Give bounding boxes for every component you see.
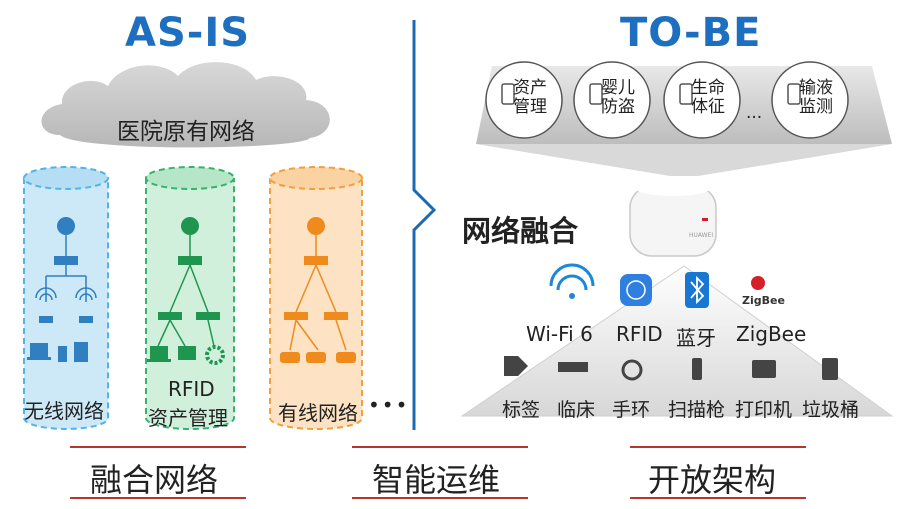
router-icon (181, 217, 199, 235)
app-infusion: 输液监测 (799, 78, 833, 117)
device-clinical: 临床 (557, 399, 596, 421)
camera-icon (280, 352, 356, 363)
column-wireless (23, 166, 109, 430)
switch-icon (178, 256, 202, 265)
caption-converged-network: 融合网络 (90, 461, 219, 499)
as-is-title: AS-IS (125, 10, 251, 56)
device-tag: 标签 (502, 399, 541, 421)
device-printer: 打印机 (735, 399, 793, 421)
more-dots: ••• (368, 393, 410, 417)
column-wired (269, 166, 363, 430)
to-be-diagram (460, 61, 894, 417)
scanner-icon (692, 358, 702, 380)
wifi-icon (549, 263, 595, 299)
app-asset: 资产管理 (513, 78, 547, 117)
caption-line (352, 497, 528, 499)
bluetooth-icon (685, 272, 709, 308)
trash-icon (822, 358, 838, 380)
column-rfid (145, 166, 235, 430)
zigbee-icon (751, 276, 765, 290)
tech-bluetooth: 蓝牙 (676, 326, 716, 350)
caption-line (70, 497, 246, 499)
to-be-title: TO-BE (620, 10, 762, 56)
router-icon (307, 217, 325, 235)
device-scanner: 扫描枪 (668, 399, 726, 421)
column-label-wireless: 无线网络 (24, 399, 104, 423)
gear-icon (205, 345, 225, 365)
laptop-icon (30, 343, 48, 357)
switch-icon (54, 256, 78, 265)
caption-line (630, 446, 806, 448)
tech-rfid: RFID (616, 322, 663, 346)
app-more: ... (746, 103, 763, 123)
column-label-wired: 有线网络 (278, 401, 358, 425)
devices-platform (460, 265, 894, 417)
tablet-icon (74, 342, 88, 362)
cloud-shape (41, 62, 330, 148)
divider-line (412, 20, 437, 430)
switch-icon (304, 256, 328, 265)
printer-icon (178, 346, 196, 360)
app-vitals: 生命体征 (691, 78, 725, 117)
tech-zigbee: ZigBee (736, 322, 807, 346)
caption-line (70, 446, 246, 448)
caption-line (352, 446, 528, 448)
laptop-icon (150, 346, 168, 359)
fusion-label: 网络融合 (462, 214, 579, 248)
as-is-diagram (23, 62, 363, 430)
rfid-icon (620, 274, 652, 306)
caption-line (630, 497, 806, 499)
device-band: 手环 (612, 399, 651, 421)
column-label-rfid-sub: 资产管理 (148, 406, 228, 430)
caption-open-architecture: 开放架构 (648, 461, 777, 499)
router-icon (57, 217, 75, 235)
cloud-label: 医院原有网络 (117, 119, 255, 145)
device-trash: 垃圾桶 (802, 399, 860, 421)
access-point (629, 180, 717, 257)
ap-brand: HUAWEI (689, 232, 714, 239)
bed-icon (558, 362, 588, 372)
column-label-rfid: RFID (168, 377, 215, 401)
phone-icon (58, 346, 67, 362)
tag-icon (504, 356, 528, 376)
phone-icon (501, 83, 801, 105)
printer-icon (752, 360, 776, 378)
tech-wifi: Wi-Fi 6 (526, 322, 593, 346)
app-infant: 婴儿防盗 (601, 78, 635, 117)
zigbee-logo-text: ZigBee (742, 294, 785, 307)
app-bubbles (485, 61, 849, 139)
device-icons (504, 356, 838, 381)
band-icon (621, 359, 643, 381)
caption-smart-ops: 智能运维 (372, 461, 501, 499)
ap-icon (35, 287, 97, 301)
